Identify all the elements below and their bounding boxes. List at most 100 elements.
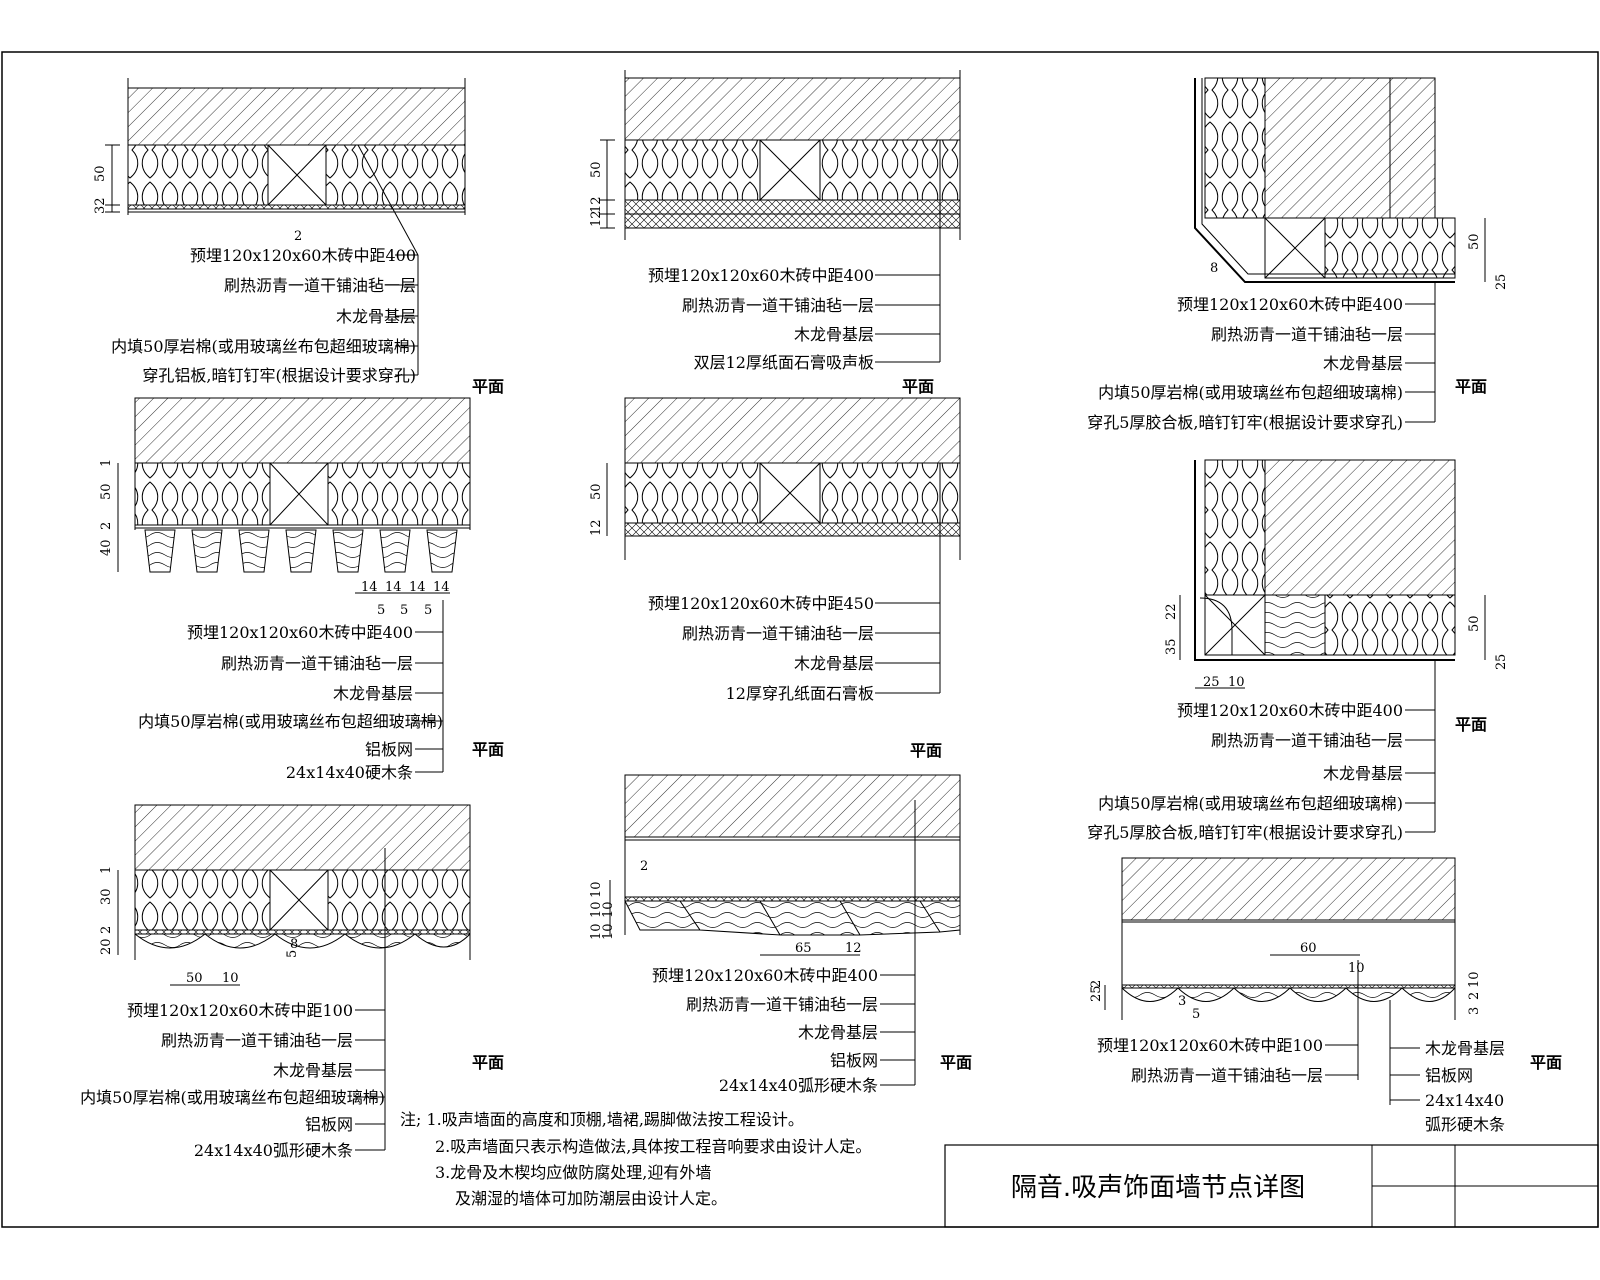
dim-label: 2 bbox=[294, 229, 302, 244]
callout-list: 预埋120x120x60木砖中距400 刷热沥青一道干铺油毡一层 木龙骨基层 内… bbox=[111, 246, 418, 385]
callout-label: 预埋120x120x60木砖中距400 bbox=[190, 246, 416, 265]
dim-label: 65 bbox=[795, 941, 812, 956]
dim-label: 3 bbox=[1467, 1007, 1482, 1015]
callout-label: 预埋120x120x60木砖中距400 bbox=[1177, 701, 1403, 720]
plan-label: 平面 bbox=[902, 377, 934, 396]
note-line: 及潮湿的墙体可加防潮层由设计人定。 bbox=[455, 1189, 727, 1208]
callout-list: 预埋120x120x60木砖中距400 刷热沥青一道干铺油毡一层 木龙骨基层 内… bbox=[1087, 701, 1435, 842]
callout-label: 24x14x40硬木条 bbox=[286, 763, 413, 782]
callout-label: 铝板网 bbox=[830, 1051, 878, 1070]
callout-label: 木龙骨基层 bbox=[333, 684, 413, 703]
dim-label: 40 bbox=[99, 539, 114, 556]
callout-label: 刷热沥青一道干铺油毡一层 bbox=[1211, 325, 1403, 344]
dim-label: 50 bbox=[99, 483, 114, 500]
callout-label: 预埋120x120x60木砖中距400 bbox=[648, 266, 874, 285]
plan-label: 平面 bbox=[910, 741, 942, 760]
callout-label: 铝板网 bbox=[1425, 1066, 1473, 1085]
callout-label: 12厚穿孔纸面石膏板 bbox=[726, 684, 874, 703]
dim-label: 50 bbox=[1467, 615, 1482, 632]
dim-label: 2 bbox=[640, 859, 648, 874]
dim-label: 5 bbox=[377, 603, 385, 618]
detail-4: 1 50 2 40 14 14 14 14 5 5 5 预埋120x120x60… bbox=[99, 397, 504, 782]
plan-label: 平面 bbox=[1455, 377, 1487, 396]
callout-label: 铝板网 bbox=[365, 740, 413, 759]
dim-label: 10 bbox=[1467, 971, 1482, 988]
plan-label: 平面 bbox=[1455, 715, 1487, 734]
dim-label: 5 bbox=[400, 603, 408, 618]
callout-label: 穿孔5厚胶合板,暗钉钉牢(根据设计要求穿孔) bbox=[1087, 823, 1403, 842]
plan-label: 平面 bbox=[1530, 1053, 1562, 1072]
dim-label: 14 bbox=[409, 580, 426, 595]
callout-label: 穿孔5厚胶合板,暗钉钉牢(根据设计要求穿孔) bbox=[1087, 413, 1403, 432]
dim-label: 5 bbox=[424, 603, 432, 618]
sheet-border bbox=[1, 51, 1599, 1228]
dim-label: 12 bbox=[589, 196, 604, 213]
dim-label: 35 bbox=[1164, 638, 1179, 655]
dim-label: 10 bbox=[589, 881, 604, 898]
callout-label: 刷热沥青一道干铺油毡一层 bbox=[682, 296, 874, 315]
dim-label: 50 bbox=[93, 165, 108, 182]
dim-label: 22 bbox=[1164, 603, 1179, 620]
callout-list: 预埋120x120x60木砖中距100 刷热沥青一道干铺油毡一层 木龙骨基层 铝… bbox=[1097, 1036, 1505, 1134]
dim-label: 12 bbox=[845, 941, 862, 956]
detail-8: 2 10 10 10 10 10 65 12 预埋120x120x60木砖中距4… bbox=[589, 774, 972, 1095]
dim-label: 2 bbox=[1494, 662, 1509, 670]
dim-label: 50 bbox=[186, 971, 203, 986]
callout-label: 内填50厚岩棉(或用玻璃丝布包超细玻璃棉) bbox=[138, 712, 443, 731]
dim-label: 10 bbox=[601, 901, 616, 918]
dim-label: 12 bbox=[589, 519, 604, 536]
callout-list: 预埋120x120x60木砖中距400 刷热沥青一道干铺油毡一层 木龙骨基层 铝… bbox=[652, 966, 915, 1095]
callout-label: 木龙骨基层 bbox=[273, 1061, 353, 1080]
plan-label: 平面 bbox=[472, 1053, 504, 1072]
dim-label: 1 bbox=[99, 866, 114, 874]
dim-label: 8 bbox=[1210, 261, 1218, 276]
callout-label: 刷热沥青一道干铺油毡一层 bbox=[221, 654, 413, 673]
dim-label: 10 bbox=[601, 923, 616, 940]
note-line: 3.龙骨及木楔均应做防腐处理,迎有外墙 bbox=[435, 1163, 711, 1182]
detail-5: 50 12 预埋120x120x60木砖中距450 刷热沥青一道干铺油毡一层 木… bbox=[589, 397, 961, 760]
callout-list: 预埋120x120x60木砖中距100 刷热沥青一道干铺油毡一层 木龙骨基层 内… bbox=[80, 1001, 385, 1160]
note-line: 2.吸声墙面只表示构造做法,具体按工程音响要求由设计人定。 bbox=[435, 1137, 871, 1156]
plan-label: 平面 bbox=[472, 740, 504, 759]
detail-1: 50 32 2 预埋120x120x60木砖中距400 刷热沥青一道干铺油毡一层… bbox=[93, 78, 504, 396]
dim-label: 10 bbox=[222, 971, 239, 986]
callout-label: 木龙骨基层 bbox=[794, 325, 874, 344]
callout-label: 刷热沥青一道干铺油毡一层 bbox=[682, 624, 874, 643]
dim-label: 50 bbox=[589, 161, 604, 178]
dim-label: 10 bbox=[589, 923, 604, 940]
dim-label: 2 bbox=[99, 926, 114, 934]
dim-label: 14 bbox=[385, 580, 402, 595]
callout-label: 弧形硬木条 bbox=[1425, 1115, 1505, 1134]
callout-label: 铝板网 bbox=[305, 1115, 353, 1134]
callout-label: 内填50厚岩棉(或用玻璃丝布包超细玻璃棉) bbox=[80, 1088, 385, 1107]
dim-label: 5 bbox=[1494, 654, 1509, 662]
callout-list: 预埋120x120x60木砖中距400 刷热沥青一道干铺油毡一层 木龙骨基层 双… bbox=[648, 266, 940, 372]
callout-label: 内填50厚岩棉(或用玻璃丝布包超细玻璃棉) bbox=[111, 337, 416, 356]
detail-3: 50 5 2 8 预埋120x120x60木砖中距400 刷热沥青一道干铺油毡一… bbox=[1087, 77, 1509, 432]
dim-label: 2 bbox=[99, 522, 114, 530]
detail-9: 60 10 25 2 3 2 10 3 5 预埋120x120x60木砖中距10… bbox=[1089, 857, 1562, 1134]
dim-label: 32 bbox=[93, 197, 108, 214]
dim-label: 25 bbox=[1203, 675, 1220, 690]
callout-label: 预埋120x120x60木砖中距400 bbox=[1177, 295, 1403, 314]
callout-label: 木龙骨基层 bbox=[798, 1023, 878, 1042]
callout-label: 木龙骨基层 bbox=[794, 654, 874, 673]
dim-label: 3 bbox=[1178, 994, 1186, 1009]
callout-label: 刷热沥青一道干铺油毡一层 bbox=[1211, 731, 1403, 750]
dim-label: 2 bbox=[1089, 980, 1104, 988]
callout-label: 预埋120x120x60木砖中距450 bbox=[648, 594, 874, 613]
dim-label: 5 bbox=[1494, 274, 1509, 282]
notes-block: 注; 1.吸声墙面的高度和顶棚,墙裙,踢脚做法按工程设计。 2.吸声墙面只表示构… bbox=[400, 1110, 871, 1208]
dim-label: 14 bbox=[433, 580, 450, 595]
callout-label: 内填50厚岩棉(或用玻璃丝布包超细玻璃棉) bbox=[1098, 383, 1403, 402]
dim-label: 25 bbox=[1089, 985, 1104, 1002]
plan-label: 平面 bbox=[940, 1053, 972, 1072]
dim-label: 20 bbox=[99, 938, 114, 955]
wood-strip-row bbox=[144, 529, 458, 573]
callout-label: 木龙骨基层 bbox=[1323, 764, 1403, 783]
callout-label: 预埋120x120x60木砖中距100 bbox=[1097, 1036, 1323, 1055]
callout-label: 双层12厚纸面石膏吸声板 bbox=[694, 353, 874, 372]
dim-label: 5 bbox=[1192, 1007, 1200, 1022]
dim-label: 10 bbox=[1348, 961, 1365, 976]
